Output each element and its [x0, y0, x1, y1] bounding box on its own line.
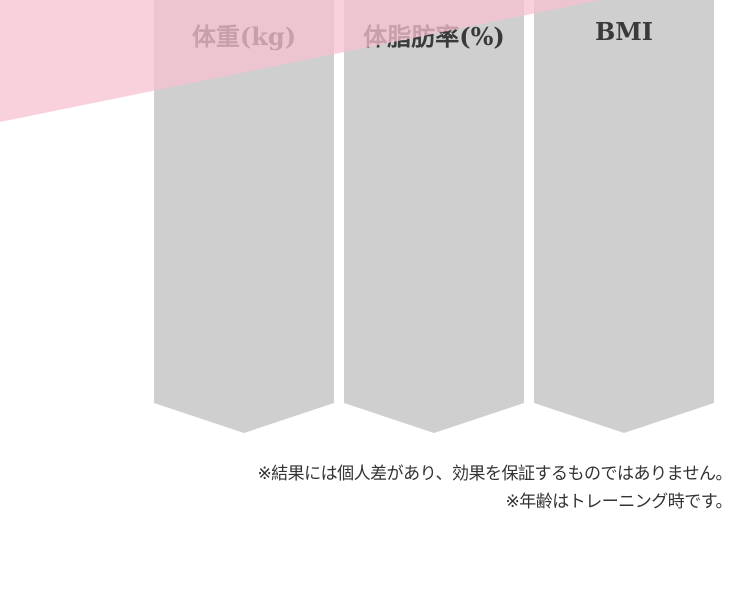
disclaimer-notes: ※結果には個人差があり、効果を保証するものではありません。 ※年齢はトレーニング…: [257, 460, 732, 516]
column-weight-shape: [154, 0, 334, 433]
column-body-fat-header: 体脂肪率(%): [363, 22, 505, 51]
column-bmi-header: BMI: [594, 17, 654, 46]
disclaimer-line-results: ※結果には個人差があり、効果を保証するものではありません。: [257, 464, 732, 484]
column-weight: 体重(kg): [154, 0, 334, 433]
column-body-fat-shape: [344, 0, 524, 433]
column-weight-header: 体重(kg): [191, 22, 297, 51]
column-bmi-shape: [534, 0, 714, 433]
column-body-fat: 体脂肪率(%): [344, 0, 524, 433]
disclaimer-line-age: ※年齢はトレーニング時です。: [505, 492, 732, 512]
column-bmi: BMI: [534, 0, 714, 433]
results-table: 体重(kg) 体脂肪率(%) BMI: [154, 0, 714, 440]
